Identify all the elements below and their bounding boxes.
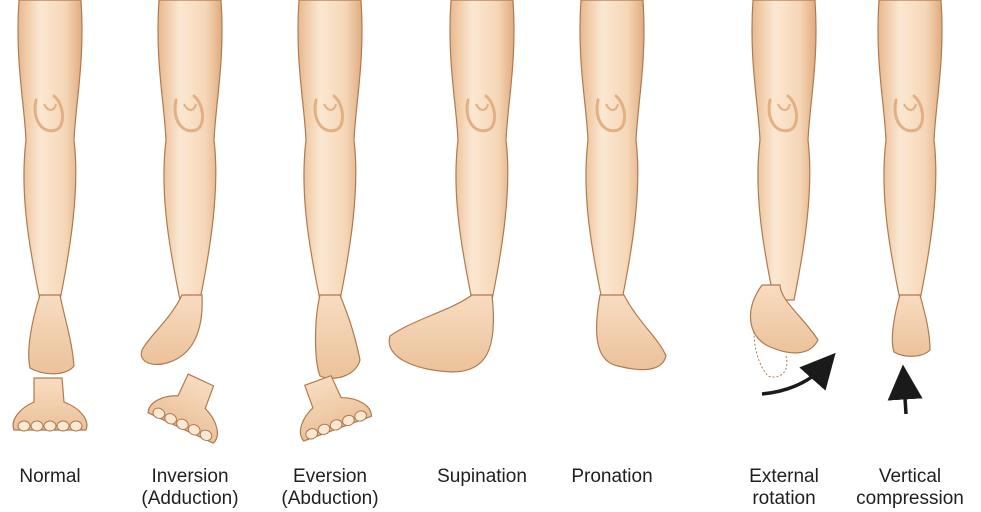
foot-shape — [316, 295, 361, 378]
foot-shape — [389, 295, 493, 372]
foot-shape — [29, 295, 74, 374]
panel-vertical-compression — [878, 0, 942, 414]
panel-eversion — [285, 0, 372, 442]
label-line: Eversion — [260, 466, 400, 488]
panel-external-rotation — [751, 0, 824, 394]
leg-shape — [18, 0, 82, 300]
rotation-arrow — [762, 366, 824, 394]
panel-supination — [389, 0, 514, 372]
foot-shape — [892, 295, 930, 356]
label-line: (Abduction) — [260, 488, 400, 510]
foot-front-view — [285, 367, 372, 442]
panel-pronation — [580, 0, 666, 370]
toe — [31, 421, 43, 431]
label-line: Vertical — [840, 466, 980, 488]
foot-shape — [597, 295, 666, 370]
leg-shape — [752, 0, 816, 300]
label-line: (Adduction) — [120, 488, 260, 510]
label-inversion: Inversion(Adduction) — [120, 466, 260, 510]
leg-shape — [580, 0, 644, 300]
toe — [57, 421, 69, 431]
panel-normal — [13, 0, 87, 431]
toe — [70, 421, 82, 431]
label-normal: Normal — [0, 466, 120, 488]
label-line: Inversion — [120, 466, 260, 488]
label-pronation: Pronation — [542, 466, 682, 488]
label-eversion: Eversion(Abduction) — [260, 466, 400, 510]
foot-front-view — [147, 365, 236, 444]
label-line: Pronation — [542, 466, 682, 488]
foot-front-view — [13, 378, 87, 431]
toe — [18, 421, 30, 431]
foot-shape — [141, 295, 202, 364]
toe — [44, 421, 56, 431]
label-line: rotation — [714, 488, 854, 510]
leg-shape — [450, 0, 514, 300]
label-supination: Supination — [412, 466, 552, 488]
leg-shape — [878, 0, 942, 300]
compression-arrow — [904, 382, 906, 414]
label-line: compression — [840, 488, 980, 510]
leg-shape — [158, 0, 222, 300]
leg-shape — [298, 0, 362, 300]
label-line: Normal — [0, 466, 120, 488]
label-line: External — [714, 466, 854, 488]
panel-inversion — [141, 0, 236, 444]
label-line: Supination — [412, 466, 552, 488]
